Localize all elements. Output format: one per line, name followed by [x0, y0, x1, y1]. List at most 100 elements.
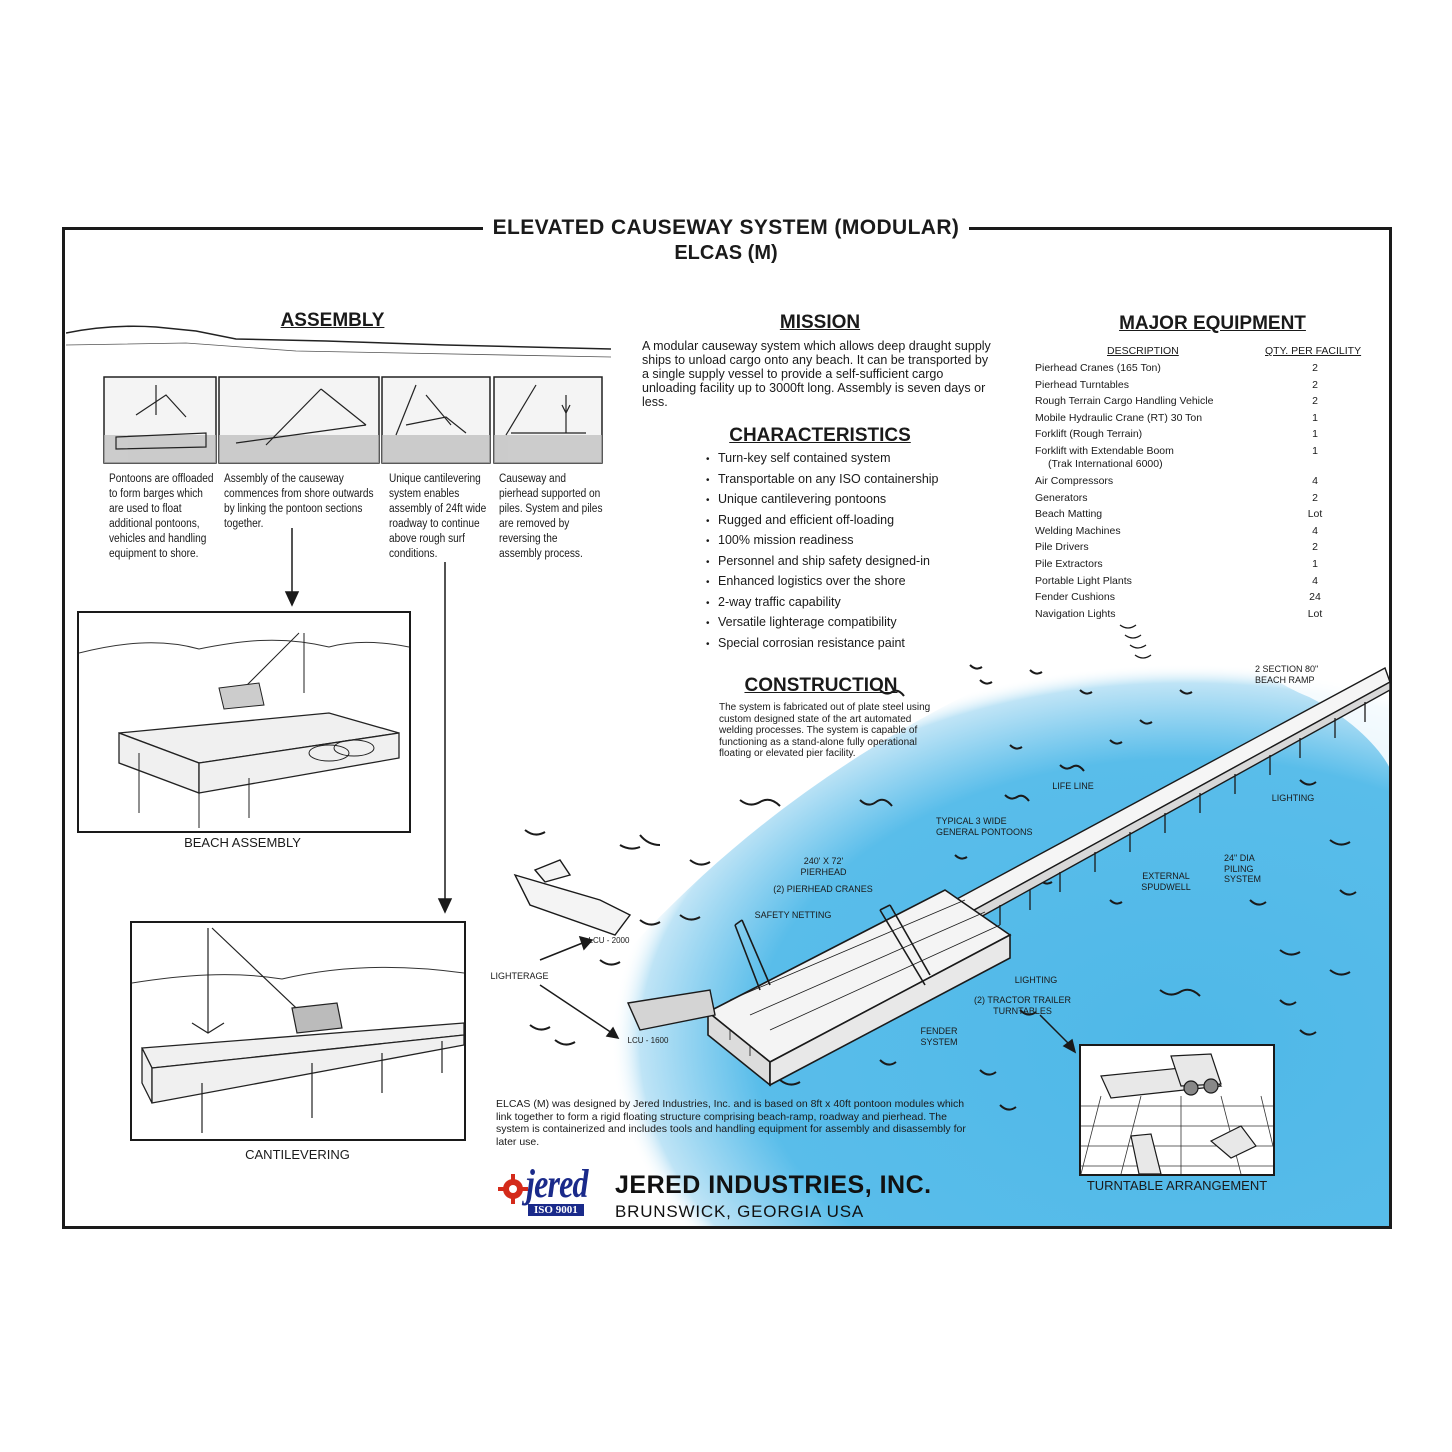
label-lcu-1600: LCU - 1600: [627, 1036, 669, 1045]
beach-assembly-caption: BEACH ASSEMBLY: [184, 835, 301, 850]
equipment-row: Air Compressors 4: [1035, 475, 1365, 492]
equipment-desc: (Trak International 6000): [1048, 457, 1163, 470]
label-general-pontoons: TYPICAL 3 WIDE GENERAL PONTOONS: [936, 816, 1033, 837]
cantilevering-sketch: [131, 927, 465, 1133]
equipment-desc: Forklift (Rough Terrain): [1035, 428, 1143, 441]
beach-assembly-sketch: [78, 632, 410, 828]
equipment-row: Fender Cushions 24: [1035, 591, 1365, 608]
footer-note: ELCAS (M) was designed by Jered Industri…: [496, 1098, 966, 1148]
equipment-qty: 1: [1312, 444, 1318, 457]
equipment-row: Forklift with Extendable Boom 1: [1035, 445, 1365, 458]
turntable-sketch: [1080, 1053, 1274, 1175]
jered-logo: jered ISO 9001: [498, 1160, 618, 1222]
characteristic-item: Unique cantilevering pontoons: [706, 490, 996, 511]
equipment-qty: 24: [1309, 591, 1321, 604]
poster-header: ELEVATED CAUSEWAY SYSTEM (MODULAR) ELCAS…: [0, 216, 1452, 265]
label-pierhead-cranes: (2) PIERHEAD CRANES: [773, 884, 873, 894]
label-tractor-turntables: (2) TRACTOR TRAILER TURNTABLES: [973, 995, 1072, 1016]
equipment-desc: Navigation Lights: [1035, 607, 1116, 620]
equipment-qty: 4: [1312, 474, 1318, 487]
equipment-qty: Lot: [1307, 607, 1323, 620]
equipment-desc: Welding Machines: [1035, 524, 1121, 537]
iso-badge: ISO 9001: [528, 1204, 584, 1216]
poster-title: ELEVATED CAUSEWAY SYSTEM (MODULAR): [482, 216, 970, 240]
gear-icon: [498, 1174, 528, 1204]
equipment-desc: Pile Drivers: [1035, 541, 1089, 554]
equipment-qty: 4: [1312, 574, 1318, 587]
mission-text: A modular causeway system which allows d…: [642, 339, 991, 409]
characteristics-list: Turn-key self contained system Transport…: [706, 449, 996, 654]
assembly-step-4: Causeway and pierhead supported on piles…: [499, 473, 603, 560]
assembly-step-3: Unique cantilevering system enables asse…: [389, 473, 487, 560]
equipment-desc: Mobile Hydraulic Crane (RT) 30 Ton: [1035, 411, 1203, 424]
equipment-qty: 2: [1312, 395, 1318, 408]
label-life-line: LIFE LINE: [1052, 781, 1094, 791]
equipment-desc: Fender Cushions: [1035, 591, 1115, 604]
equipment-qty: Lot: [1307, 508, 1323, 521]
equipment-row: Welding Machines 4: [1035, 525, 1365, 542]
assembly-step-2: Assembly of the causeway commences from …: [224, 473, 374, 530]
cantilevering-caption: CANTILEVERING: [245, 1147, 350, 1162]
beach-assembly-illustration: [77, 611, 411, 833]
poster-subtitle: ELCAS (M): [674, 242, 778, 264]
company-location: BRUNSWICK, GEORGIA USA: [615, 1202, 865, 1221]
equipment-qty: 1: [1312, 428, 1318, 441]
company-name: JERED INDUSTRIES, INC.: [615, 1171, 932, 1199]
equipment-row: Forklift (Rough Terrain) 1: [1035, 428, 1365, 445]
mission-heading: MISSION: [779, 312, 861, 333]
logo-wordmark: jered: [526, 1161, 589, 1206]
equipment-col-qty: QTY. PER FACILITY: [1265, 345, 1362, 357]
equipment-row: Mobile Hydraulic Crane (RT) 30 Ton 1: [1035, 412, 1365, 429]
characteristic-item: 2-way traffic capability: [706, 593, 996, 614]
characteristic-item: Special corrosian resistance paint: [706, 634, 996, 655]
equipment-qty: 1: [1312, 411, 1318, 424]
equipment-row: Portable Light Plants 4: [1035, 575, 1365, 592]
label-lighting-bottom: LIGHTING: [1014, 975, 1058, 985]
equipment-desc: Forklift with Extendable Boom: [1035, 444, 1174, 457]
label-piling-system: 24" DIA PILING SYSTEM: [1224, 853, 1262, 884]
label-external-spudwell: EXTERNAL SPUDWELL: [1141, 871, 1191, 892]
label-lighterage: LIGHTERAGE: [490, 971, 549, 981]
label-lighting-top: LIGHTING: [1271, 793, 1315, 803]
equipment-qty: 1: [1312, 557, 1318, 570]
characteristic-item: Versatile lighterage compatibility: [706, 613, 996, 634]
equipment-col-description: DESCRIPTION: [1107, 345, 1179, 357]
equipment-qty: 4: [1312, 524, 1318, 537]
assembly-heading: ASSEMBLY: [280, 310, 385, 331]
label-safety-netting: SAFETY NETTING: [754, 910, 832, 920]
equipment-table: Pierhead Cranes (165 Ton) 2 Pierhead Turn…: [1035, 362, 1365, 624]
characteristic-item: Personnel and ship safety designed-in: [706, 552, 996, 573]
characteristic-item: Turn-key self contained system: [706, 449, 996, 470]
equipment-desc: Air Compressors: [1035, 474, 1114, 487]
label-lcu-2000: LCU - 2000: [588, 936, 630, 945]
construction-text: The system is fabricated out of plate st…: [719, 702, 931, 759]
label-beach-ramp: 2 SECTION 80" BEACH RAMP: [1255, 664, 1319, 685]
label-fender-system: FENDER SYSTEM: [920, 1026, 958, 1047]
assembly-step-1: Pontoons are offloaded to form barges wh…: [109, 473, 214, 560]
cantilevering-illustration: [130, 921, 466, 1141]
characteristic-item: Enhanced logistics over the shore: [706, 572, 996, 593]
equipment-desc: Pile Extractors: [1035, 557, 1103, 570]
turntable-caption: TURNTABLE ARRANGEMENT: [1086, 1178, 1268, 1193]
characteristic-item: 100% mission readiness: [706, 531, 996, 552]
characteristics-heading: CHARACTERISTICS: [729, 425, 911, 446]
equipment-row: Pile Extractors 1: [1035, 558, 1365, 575]
equipment-row: Navigation Lights Lot: [1035, 608, 1365, 625]
equipment-row: Pile Drivers 2: [1035, 541, 1365, 558]
turntable-illustration: [1079, 1044, 1275, 1176]
characteristic-item: Rugged and efficient off-loading: [706, 511, 996, 532]
label-pierhead: 240' X 72' PIERHEAD: [800, 856, 847, 877]
equipment-row: (Trak International 6000): [1035, 458, 1365, 475]
equipment-qty: 2: [1312, 491, 1318, 504]
equipment-desc: Portable Light Plants: [1035, 574, 1132, 587]
assembly-sketch-strip: [66, 325, 611, 464]
construction-heading: CONSTRUCTION: [744, 675, 898, 696]
equipment-qty: 2: [1312, 541, 1318, 554]
equipment-desc: Pierhead Cranes (165 Ton): [1035, 362, 1161, 374]
characteristic-item: Transportable on any ISO containership: [706, 470, 996, 491]
